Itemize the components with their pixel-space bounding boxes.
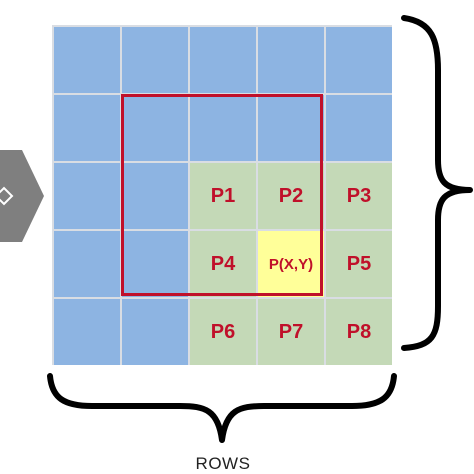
neighbor-label: P1	[210, 184, 236, 207]
neighbor-label: P8	[346, 320, 372, 343]
grid-cell	[54, 163, 120, 229]
neighbor-label: P7	[278, 320, 304, 343]
neighbor-label: P5	[346, 252, 372, 275]
grid-cell	[326, 27, 392, 93]
neighbor-cell: P5	[326, 231, 392, 297]
neighbor-cell: P3	[326, 163, 392, 229]
grid-cell	[122, 231, 188, 297]
grid-cell	[122, 27, 188, 93]
neighbor-label: P2	[278, 184, 304, 207]
grid-cell	[54, 299, 120, 365]
grid-cell	[258, 95, 324, 161]
neighbor-cell: P6	[190, 299, 256, 365]
grid-cell	[258, 27, 324, 93]
grid-cell	[190, 95, 256, 161]
rows-label: ROWS	[195, 454, 251, 473]
neighbor-label: P3	[346, 184, 372, 207]
neighbor-cell: P2	[258, 163, 324, 229]
center-pixel-label: P(X,Y)	[268, 255, 314, 273]
grid-cell	[122, 163, 188, 229]
grid-cell	[122, 299, 188, 365]
neighbor-cell: P4	[190, 231, 256, 297]
grid-cell	[326, 95, 392, 161]
neighbor-label: P4	[210, 252, 236, 275]
grid-cell	[54, 231, 120, 297]
grid-cell	[54, 27, 120, 93]
grid-cell	[122, 95, 188, 161]
grid-cell	[190, 27, 256, 93]
neighbor-label: P6	[210, 320, 236, 343]
neighborhood-highlight	[121, 94, 323, 296]
neighbor-cell: P7	[258, 299, 324, 365]
neighbor-cell: P8	[326, 299, 392, 365]
neighbor-cell: P1	[190, 163, 256, 229]
grid-cell	[54, 95, 120, 161]
center-pixel-cell: P(X,Y)	[258, 231, 324, 297]
